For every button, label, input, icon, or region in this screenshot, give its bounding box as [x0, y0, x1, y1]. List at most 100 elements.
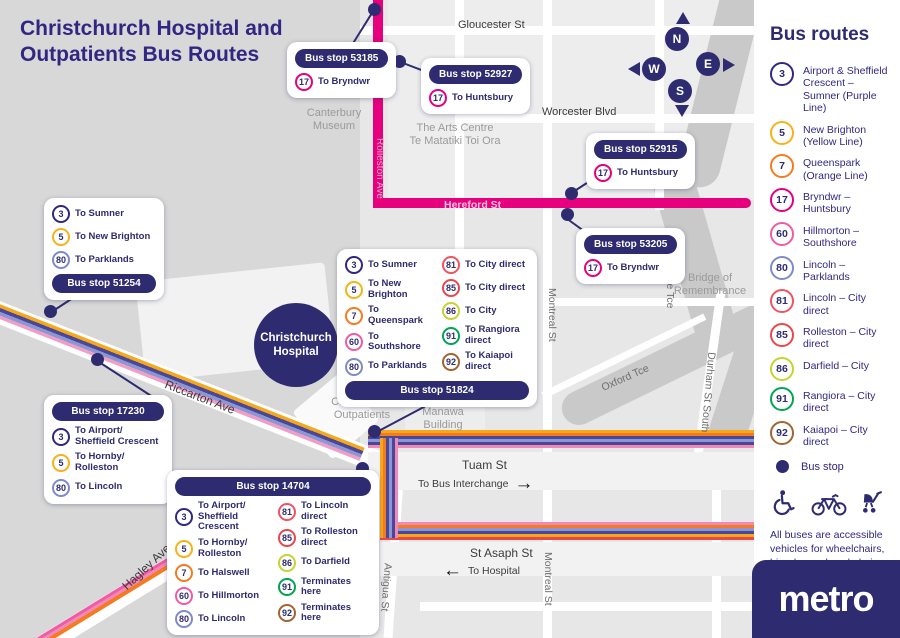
- destination-label: To Airport/ Sheffield Crescent: [198, 500, 246, 533]
- street-bottom: [420, 602, 758, 611]
- route-badge-5: 5: [52, 228, 70, 246]
- wheelchair-icon: [773, 490, 795, 516]
- street-label-st-asaph: St Asaph St: [470, 546, 533, 560]
- route-badge-91: 91: [442, 326, 460, 345]
- compass-rose: N W E S: [628, 12, 738, 120]
- route-bundle-antigua: [380, 438, 398, 538]
- bus-stop-pill: Bus stop 52915: [594, 140, 688, 159]
- christchurch-hospital-marker: Christchurch Hospital: [254, 303, 338, 387]
- destination-item: 86 To City: [442, 302, 529, 320]
- destination-label: To Bryndwr: [607, 261, 660, 273]
- route-badge-60: 60: [345, 333, 363, 352]
- street-montreal: [543, 0, 552, 638]
- tuam-direction-text: To Bus Interchange: [418, 477, 509, 490]
- legend-route-label: Rangiora – City direct: [803, 389, 876, 415]
- destination-label: To Rangiora direct: [465, 324, 520, 346]
- street-worcester: [455, 114, 758, 123]
- destination-item: 60 To Southshore: [345, 330, 432, 353]
- route-badge-7: 7: [770, 154, 794, 179]
- bicycle-icon: [811, 494, 847, 516]
- street-vertical: [455, 0, 464, 305]
- destination-label: To Lincoln: [198, 612, 246, 624]
- arts-centre-line2: Te Matatiki Toi Ora: [409, 135, 501, 148]
- street-cross: [543, 298, 758, 306]
- destination-label: To City direct: [465, 258, 525, 270]
- destination-item: 81 To Lincoln direct: [278, 500, 371, 522]
- route-badge-86: 86: [442, 302, 460, 320]
- street-label-montreal-lower: Montreal St: [542, 552, 554, 606]
- destination-label: To Southshore: [368, 330, 421, 353]
- route-badge-17: 17: [594, 164, 612, 182]
- route-badge-17: 17: [429, 89, 447, 107]
- metro-logo: metro: [752, 560, 900, 638]
- bus-stop-dot: [368, 3, 381, 16]
- route-badge-92: 92: [278, 604, 296, 623]
- destination-label: To Darfield: [301, 556, 350, 568]
- legend-route-label: Bryndwr – Huntsbury: [803, 191, 851, 216]
- route-badge-7: 7: [345, 306, 363, 325]
- compass-north-arrow-icon: [676, 12, 690, 24]
- street-label-hereford: Hereford St: [444, 199, 502, 211]
- destination-label: To Lincoln: [75, 481, 123, 493]
- street-label-rolleston: Rolleston Ave: [374, 138, 385, 199]
- bus-stop-pill: Bus stop 51824: [345, 380, 529, 400]
- route-badge-80: 80: [345, 357, 363, 376]
- bus-stop-dot: [393, 55, 406, 68]
- destination-label: To Sumner: [368, 258, 417, 270]
- destination-label: To Rolleston direct: [301, 526, 358, 548]
- route-badge-86: 86: [770, 356, 794, 381]
- street-cambridge: [655, 0, 664, 210]
- legend-route-label: Queenspark (Orange Line): [803, 157, 868, 182]
- bus-stop-pill: Bus stop 52927: [429, 65, 523, 84]
- route-badge-92: 92: [442, 352, 460, 371]
- bus-stop-pill: Bus stop 51254: [52, 274, 156, 293]
- compass-n: N: [665, 27, 689, 51]
- route-badge-3: 3: [345, 256, 363, 274]
- destination-label: To City: [465, 304, 497, 316]
- place-label-arts-centre: The Arts Centre Te Matatiki Toi Ora: [393, 122, 517, 148]
- destination-item: 91 To Rangiora direct: [442, 324, 529, 346]
- route-badge-60: 60: [770, 221, 794, 246]
- legend-bus-stop-row: Bus stop: [770, 460, 890, 474]
- tuam-direction-note: To Bus Interchange →: [418, 474, 533, 493]
- bus-stop-dot: [44, 305, 57, 318]
- arts-centre-line1: The Arts Centre: [416, 122, 494, 134]
- destination-item: 3 To Sumner: [345, 256, 432, 274]
- destination-label: To Lincoln direct: [301, 500, 349, 522]
- bus-stop-pill: Bus stop 53185: [295, 49, 389, 68]
- route-badge-60: 60: [175, 587, 193, 606]
- route-badge-17: 17: [295, 73, 313, 91]
- route-badge-91: 91: [278, 578, 296, 597]
- route-badge-85: 85: [442, 279, 460, 297]
- pushchair-icon: [863, 491, 882, 513]
- route-badge-3: 3: [52, 427, 70, 446]
- route-badge-80: 80: [175, 610, 193, 629]
- route-badge-81: 81: [278, 502, 296, 521]
- legend-route-label: Lincoln – City direct: [803, 292, 867, 317]
- route-badge-5: 5: [345, 280, 363, 299]
